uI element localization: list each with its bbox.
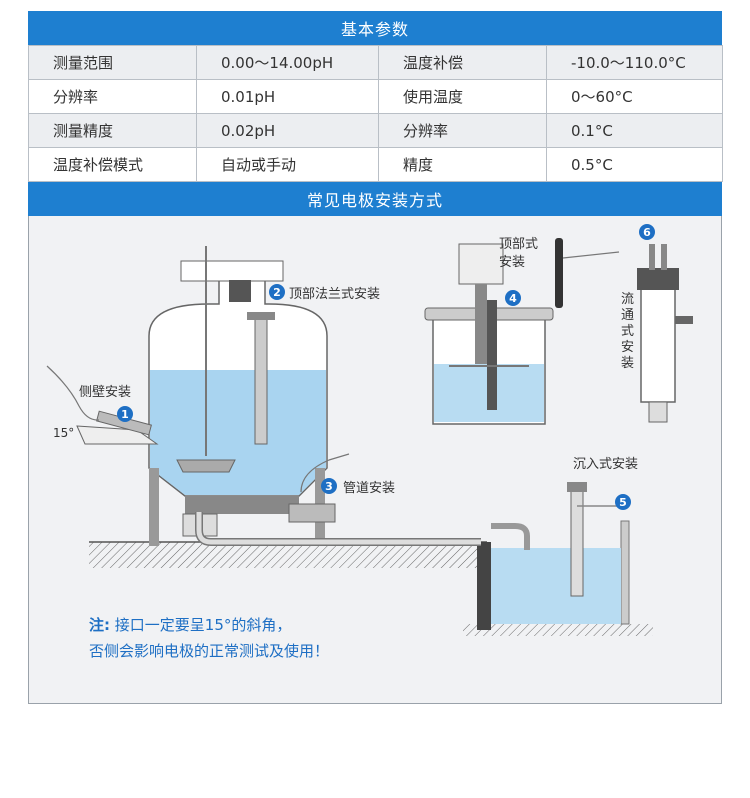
install-title: 常见电极安装方式 [28, 182, 722, 216]
note: 注: 接口一定要呈15°的斜角， 否侧会影响电极的正常测试及使用！ [89, 612, 329, 664]
label-angle: 15° [53, 426, 75, 440]
label-top-line1: 顶部式 [499, 237, 539, 252]
installation-diagram: 1 侧壁安装 15° 2 顶部法兰式安装 3 管道安装 4 顶部式 安装 5 沉… [28, 216, 722, 704]
param-value: 自动或手动 [196, 147, 379, 182]
label-side-wall: 侧壁安装 [79, 385, 132, 400]
badge-1: 1 [117, 406, 133, 422]
tank-wall [477, 542, 491, 630]
vessel-water [150, 370, 326, 495]
param-label: 分辨率 [378, 113, 547, 148]
installation-illustration [46, 238, 693, 636]
ground-hatch [89, 542, 487, 568]
param-value: 0～60°C [546, 79, 723, 114]
label-flow: 流通式安装 [621, 292, 635, 371]
label-immersion: 沉入式安装 [573, 457, 639, 472]
param-value: 0.1°C [546, 113, 723, 148]
param-value: 0.02pH [196, 113, 379, 148]
param-label: 测量精度 [28, 113, 197, 148]
flow-cell [640, 273, 676, 403]
basin-water [491, 548, 621, 624]
note-prefix: 注: [89, 616, 110, 634]
param-label: 测量范围 [28, 45, 197, 80]
note-line2: 否侧会影响电极的正常测试及使用！ [89, 642, 330, 660]
param-value: 0.00～14.00pH [196, 45, 379, 80]
params-title: 基本参数 [28, 11, 722, 45]
param-value: 0.01pH [196, 79, 379, 114]
badge-3: 3 [321, 478, 337, 494]
param-label: 使用温度 [378, 79, 547, 114]
param-label: 精度 [378, 147, 547, 182]
label-top-line2: 安装 [499, 255, 526, 270]
param-value: 0.5°C [546, 147, 723, 182]
param-label: 温度补偿模式 [28, 147, 197, 182]
label-flange: 顶部法兰式安装 [289, 287, 381, 302]
note-line1: 接口一定要呈15°的斜角， [114, 616, 292, 634]
label-pipe: 管道安装 [343, 481, 396, 496]
param-label: 分辨率 [28, 79, 197, 114]
badge-5: 5 [615, 494, 631, 510]
badge-4: 4 [505, 290, 521, 306]
badge-2: 2 [269, 284, 285, 300]
param-value: -10.0～110.0°C [546, 45, 723, 80]
badge-6: 6 [639, 224, 655, 240]
param-label: 温度补偿 [378, 45, 547, 80]
